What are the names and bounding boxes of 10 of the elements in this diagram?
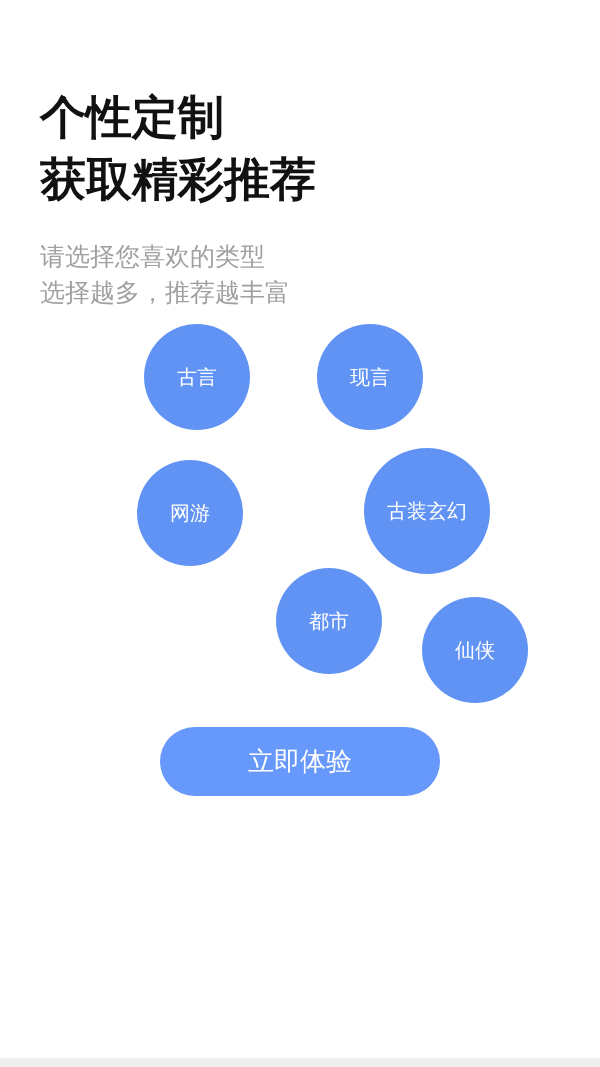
genre-bubble: 现言 [317,324,423,430]
subtitle-text: 请选择您喜欢的类型 [40,241,265,273]
genre-bubble: 古言 [144,324,250,430]
genre-bubble: 仙侠 [422,597,528,703]
page-title: 个性定制获取精彩推荐 [40,89,316,208]
genre-bubble: 网游 [137,460,243,566]
subtitle-text: 选择越多，推荐越丰富 [40,277,290,309]
start-button: 立即体验 [160,727,440,796]
genre-bubble: 都市 [276,568,382,674]
genre-bubble: 古装玄幻 [364,448,490,574]
